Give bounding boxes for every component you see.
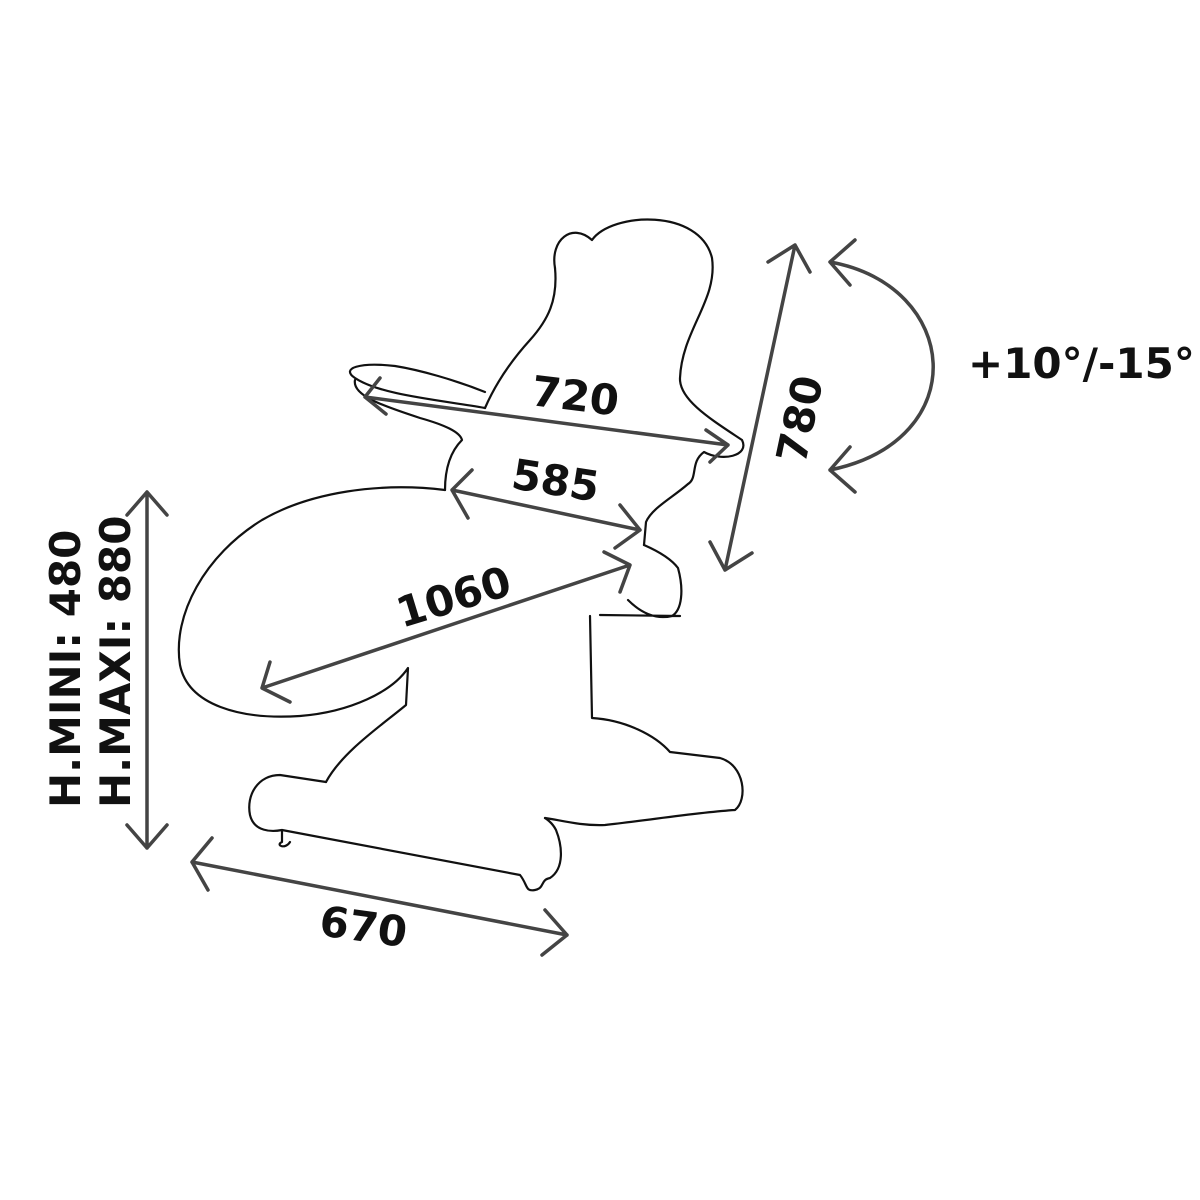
label-backrest-tilt: +10°/-15°: [968, 339, 1195, 388]
base-outline: [248, 773, 562, 892]
arrow-seat-width: [450, 468, 642, 550]
legrest-outline: [177, 486, 447, 784]
arrow-armrest-width: [363, 376, 730, 464]
label-backrest-length: 780: [767, 371, 833, 467]
seat-side-outline: [598, 543, 683, 619]
label-seat-width: 585: [508, 449, 602, 511]
column-outline: [543, 614, 744, 827]
label-base-length: 670: [317, 896, 411, 957]
arrow-height: [125, 490, 169, 850]
arrow-legrest-length: [260, 550, 632, 704]
chair-outline: [177, 218, 745, 892]
dimension-arrows: [125, 238, 935, 957]
arrow-backrest-tilt: [828, 238, 935, 494]
left-armrest-outline: [348, 363, 487, 492]
arrow-backrest-length: [708, 243, 812, 572]
headrest-backrest-outline: [553, 218, 745, 547]
arrow-base-length: [190, 836, 569, 957]
label-height-max: H.MAXI: 880: [91, 515, 140, 808]
label-height-min: H.MINI: 480: [41, 530, 90, 808]
backrest-left-edge: [483, 266, 557, 410]
label-armrest-width: 720: [529, 366, 622, 425]
